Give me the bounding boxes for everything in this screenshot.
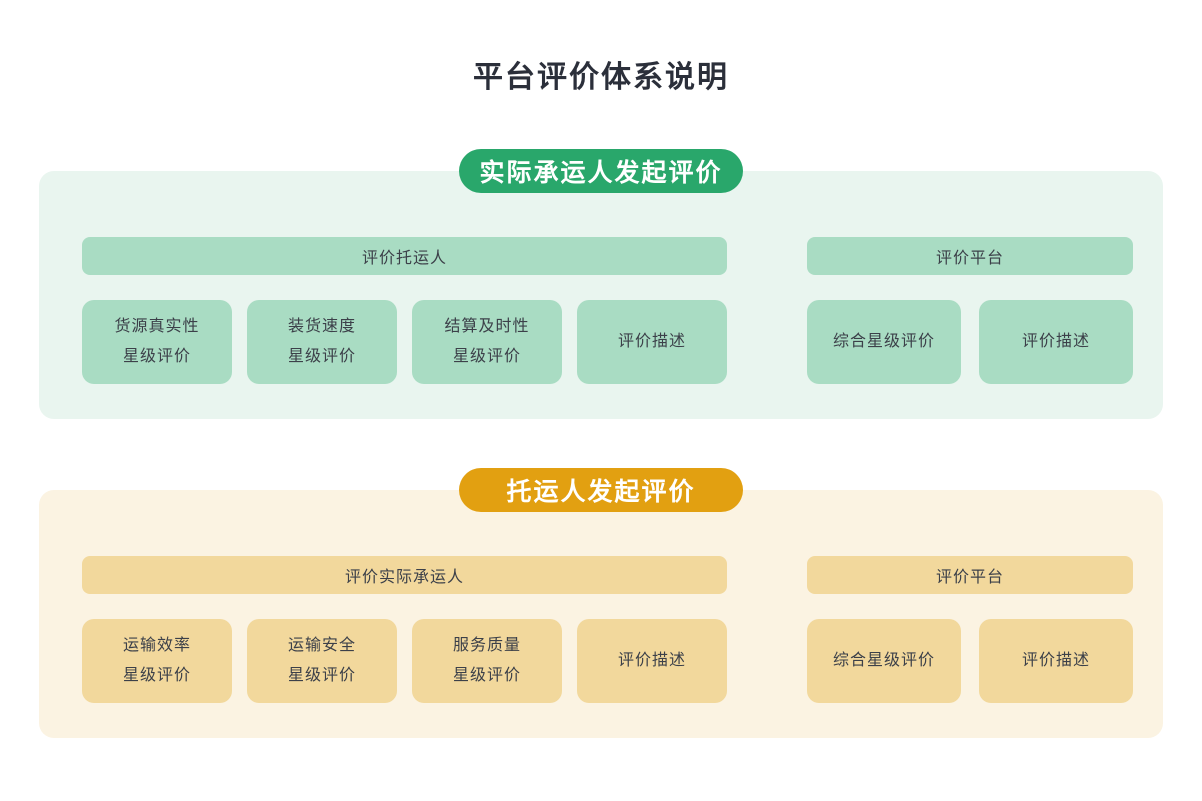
card-text-line: 服务质量 (452, 637, 521, 654)
evaluate-carrier-group: 评价实际承运人 运输效率 星级评价 运输安全 星级评价 服务质量 星级评价 (82, 556, 727, 703)
card-evaluation-description: 评价描述 (577, 619, 727, 703)
evaluate-shipper-header: 评价托运人 (82, 237, 727, 275)
evaluate-carrier-header: 评价实际承运人 (82, 556, 727, 594)
evaluate-platform-cards: 综合星级评价 评价描述 (807, 619, 1133, 703)
shipper-evaluation-panel: 托运人发起评价 评价实际承运人 运输效率 星级评价 运输安全 星级评价 服务质量… (39, 468, 1163, 738)
card-text-line: 运输效率 (122, 637, 191, 654)
evaluate-platform-header: 评价平台 (807, 556, 1133, 594)
evaluate-platform-cards: 综合星级评价 评价描述 (807, 300, 1133, 384)
card-text-line: 星级评价 (122, 348, 191, 365)
card-settlement-timeliness-rating: 结算及时性 星级评价 (412, 300, 562, 384)
card-text-line: 评价描述 (1021, 652, 1090, 669)
card-text-line: 评价描述 (1021, 333, 1090, 350)
shipper-evaluation-badge: 托运人发起评价 (459, 468, 743, 512)
card-text-line: 货源真实性 (114, 318, 200, 335)
evaluate-platform-group: 评价平台 综合星级评价 评价描述 (807, 237, 1133, 384)
card-text-line: 装货速度 (287, 318, 356, 335)
card-text-line: 运输安全 (287, 637, 356, 654)
page-title: 平台评价体系说明 (473, 61, 729, 94)
card-overall-star-rating: 综合星级评价 (807, 300, 961, 384)
carrier-evaluation-panel: 实际承运人发起评价 评价托运人 货源真实性 星级评价 装货速度 星级评价 结算及… (39, 149, 1163, 419)
card-text-line: 星级评价 (287, 348, 356, 365)
card-text-line: 星级评价 (452, 348, 521, 365)
card-service-quality-rating: 服务质量 星级评价 (412, 619, 562, 703)
evaluate-platform-group: 评价平台 综合星级评价 评价描述 (807, 556, 1133, 703)
card-cargo-authenticity-rating: 货源真实性 星级评价 (82, 300, 232, 384)
evaluate-platform-header: 评价平台 (807, 237, 1133, 275)
card-evaluation-description: 评价描述 (979, 619, 1133, 703)
card-text-line: 星级评价 (122, 667, 191, 684)
evaluate-shipper-group: 评价托运人 货源真实性 星级评价 装货速度 星级评价 结算及时性 星级评价 (82, 237, 727, 384)
card-text-line: 星级评价 (287, 667, 356, 684)
card-evaluation-description: 评价描述 (979, 300, 1133, 384)
card-overall-star-rating: 综合星级评价 (807, 619, 961, 703)
card-transport-safety-rating: 运输安全 星级评价 (247, 619, 397, 703)
card-text-line: 评价描述 (617, 333, 686, 350)
card-evaluation-description: 评价描述 (577, 300, 727, 384)
card-text-line: 综合星级评价 (832, 652, 935, 669)
evaluate-carrier-cards: 运输效率 星级评价 运输安全 星级评价 服务质量 星级评价 评价描述 (82, 619, 727, 703)
card-loading-speed-rating: 装货速度 星级评价 (247, 300, 397, 384)
carrier-panel-body: 评价托运人 货源真实性 星级评价 装货速度 星级评价 结算及时性 星级评价 (39, 171, 1163, 384)
card-text-line: 星级评价 (452, 667, 521, 684)
card-text-line: 评价描述 (617, 652, 686, 669)
evaluate-shipper-cards: 货源真实性 星级评价 装货速度 星级评价 结算及时性 星级评价 评价描述 (82, 300, 727, 384)
carrier-evaluation-badge: 实际承运人发起评价 (459, 149, 743, 193)
card-text-line: 综合星级评价 (832, 333, 935, 350)
card-text-line: 结算及时性 (444, 318, 530, 335)
shipper-panel-body: 评价实际承运人 运输效率 星级评价 运输安全 星级评价 服务质量 星级评价 (39, 490, 1163, 703)
card-transport-efficiency-rating: 运输效率 星级评价 (82, 619, 232, 703)
